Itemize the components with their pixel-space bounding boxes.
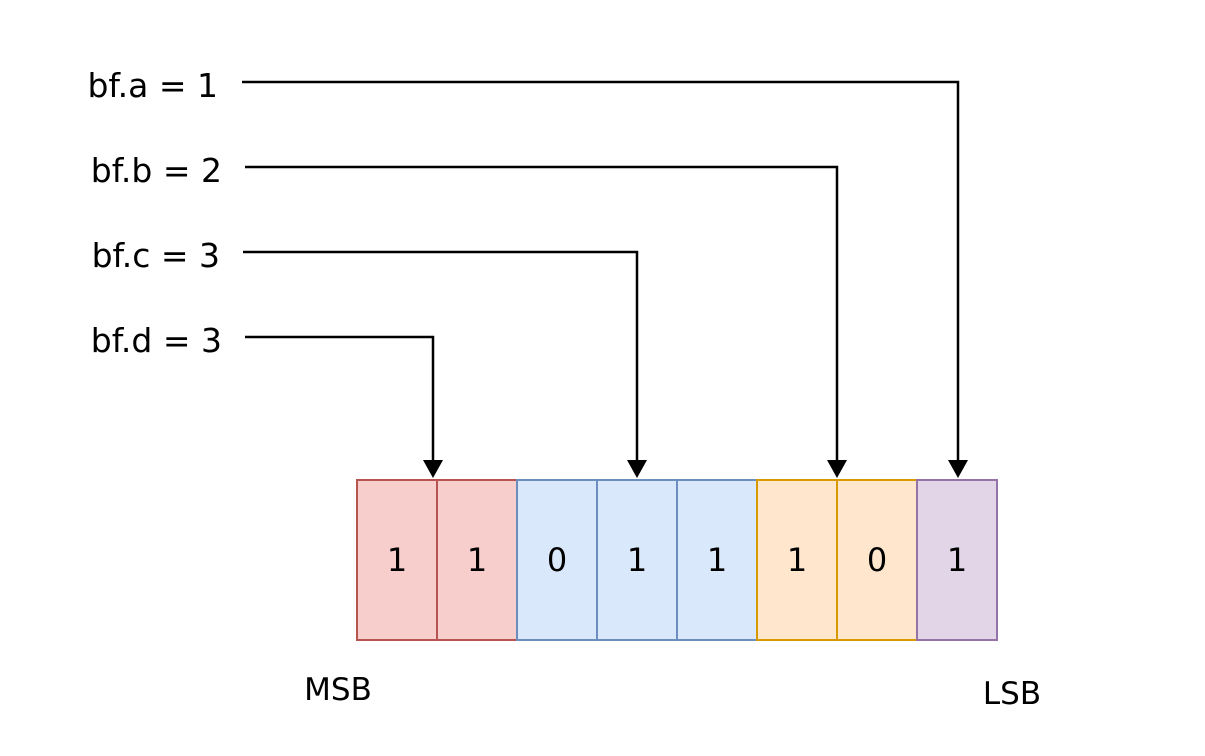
- bit-value: 1: [387, 541, 407, 579]
- bit-cell: 1: [756, 479, 838, 641]
- bit-value: 1: [627, 541, 647, 579]
- bit-value: 0: [867, 541, 887, 579]
- bit-cell-box: [516, 479, 598, 641]
- bit-value: 1: [787, 541, 807, 579]
- arrowhead-icon: [948, 460, 968, 478]
- arrowhead-icon: [423, 460, 443, 478]
- bit-cell-box: [356, 479, 438, 641]
- bit-value: 1: [467, 541, 487, 579]
- bit-cell-box: [436, 479, 518, 641]
- bit-cell-box: [676, 479, 758, 641]
- bit-cell-box: [756, 479, 838, 641]
- bit-cell: 1: [676, 479, 758, 641]
- field-label-b: bf.b = 2: [91, 151, 222, 190]
- connector-b: [245, 165, 847, 478]
- arrowhead-icon: [627, 460, 647, 478]
- connector-d: [245, 335, 443, 478]
- field-label-c: bf.c = 3: [92, 236, 220, 275]
- bit-cell: 0: [836, 479, 918, 641]
- field-label-a: bf.a = 1: [87, 66, 218, 105]
- lsb-label: LSB: [983, 676, 1041, 712]
- connector-a: [242, 80, 968, 478]
- bit-value: 1: [947, 541, 967, 579]
- bit-cell: 1: [436, 479, 518, 641]
- bit-row: 1 1 0 1 1 1 0 1: [356, 479, 998, 641]
- bit-cell: 0: [516, 479, 598, 641]
- connector-c: [243, 250, 647, 478]
- bit-value: 1: [707, 541, 727, 579]
- field-label-d: bf.d = 3: [91, 321, 222, 360]
- bit-cell-box: [916, 479, 998, 641]
- bit-cell-box: [836, 479, 918, 641]
- bit-cell: 1: [356, 479, 438, 641]
- arrowhead-icon: [827, 460, 847, 478]
- bit-cell: 1: [916, 479, 998, 641]
- bit-value: 0: [547, 541, 567, 579]
- msb-label: MSB: [304, 672, 372, 708]
- bit-cell: 1: [596, 479, 678, 641]
